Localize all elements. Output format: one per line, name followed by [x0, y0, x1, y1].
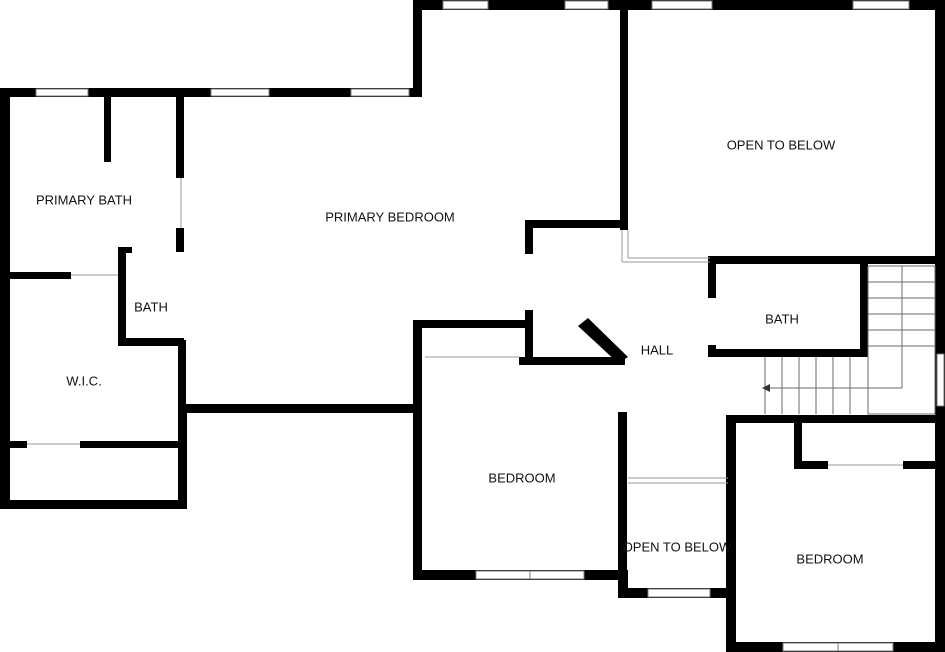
wall — [80, 441, 184, 448]
wall — [708, 256, 938, 264]
wall — [104, 92, 111, 162]
wall — [413, 322, 422, 580]
room-label-bedroom-right: BEDROOM — [796, 551, 863, 566]
wall — [935, 0, 945, 652]
room-label-bath-small: BATH — [134, 299, 168, 314]
room-label-bedroom-center: BEDROOM — [488, 470, 555, 485]
room-labels: PRIMARY BATH PRIMARY BEDROOM OPEN TO BEL… — [36, 137, 864, 566]
wall — [178, 340, 186, 410]
wall — [525, 220, 628, 228]
room-label-wic: W.I.C. — [66, 373, 101, 388]
window — [35, 88, 89, 97]
wall — [176, 92, 184, 178]
window — [564, 0, 609, 10]
wall — [620, 5, 628, 230]
wall — [178, 404, 187, 509]
wall — [178, 404, 418, 413]
room-label-hall: HALL — [641, 342, 674, 357]
window — [651, 0, 713, 10]
room-label-open-to-below-top: OPEN TO BELOW — [727, 137, 836, 152]
wall — [118, 247, 132, 253]
room-label-open-to-below-bottom: OPEN TO BELOW — [623, 539, 732, 554]
wall — [618, 412, 627, 578]
wall — [794, 461, 828, 469]
wall — [618, 570, 628, 598]
wall — [0, 88, 420, 97]
staircase — [762, 265, 945, 415]
wall — [118, 338, 184, 346]
interior-walls — [5, 5, 940, 578]
wall — [726, 415, 940, 423]
window — [210, 88, 270, 97]
wall — [578, 318, 628, 363]
wall — [0, 500, 187, 509]
wall — [708, 256, 716, 298]
wall — [176, 228, 184, 252]
wall — [708, 349, 868, 357]
window — [442, 0, 489, 10]
wall — [726, 418, 736, 652]
room-label-primary-bedroom: PRIMARY BEDROOM — [325, 209, 455, 224]
room-label-primary-bath: PRIMARY BATH — [36, 192, 132, 207]
window — [647, 588, 711, 598]
window — [852, 0, 910, 10]
wall — [525, 310, 533, 364]
room-label-bath-right: BATH — [765, 311, 799, 326]
window — [350, 88, 410, 97]
wall — [5, 272, 71, 279]
wall — [118, 247, 126, 345]
wall — [903, 461, 939, 469]
wall — [794, 420, 802, 468]
openings — [27, 178, 903, 484]
wall — [0, 88, 10, 508]
wall — [525, 220, 533, 254]
window — [936, 353, 945, 407]
windows — [35, 0, 910, 652]
wall — [413, 320, 530, 328]
wall — [860, 256, 868, 357]
stair-arrow-icon — [762, 384, 770, 392]
wall — [519, 357, 625, 365]
wall — [5, 441, 27, 448]
wall — [413, 0, 422, 97]
